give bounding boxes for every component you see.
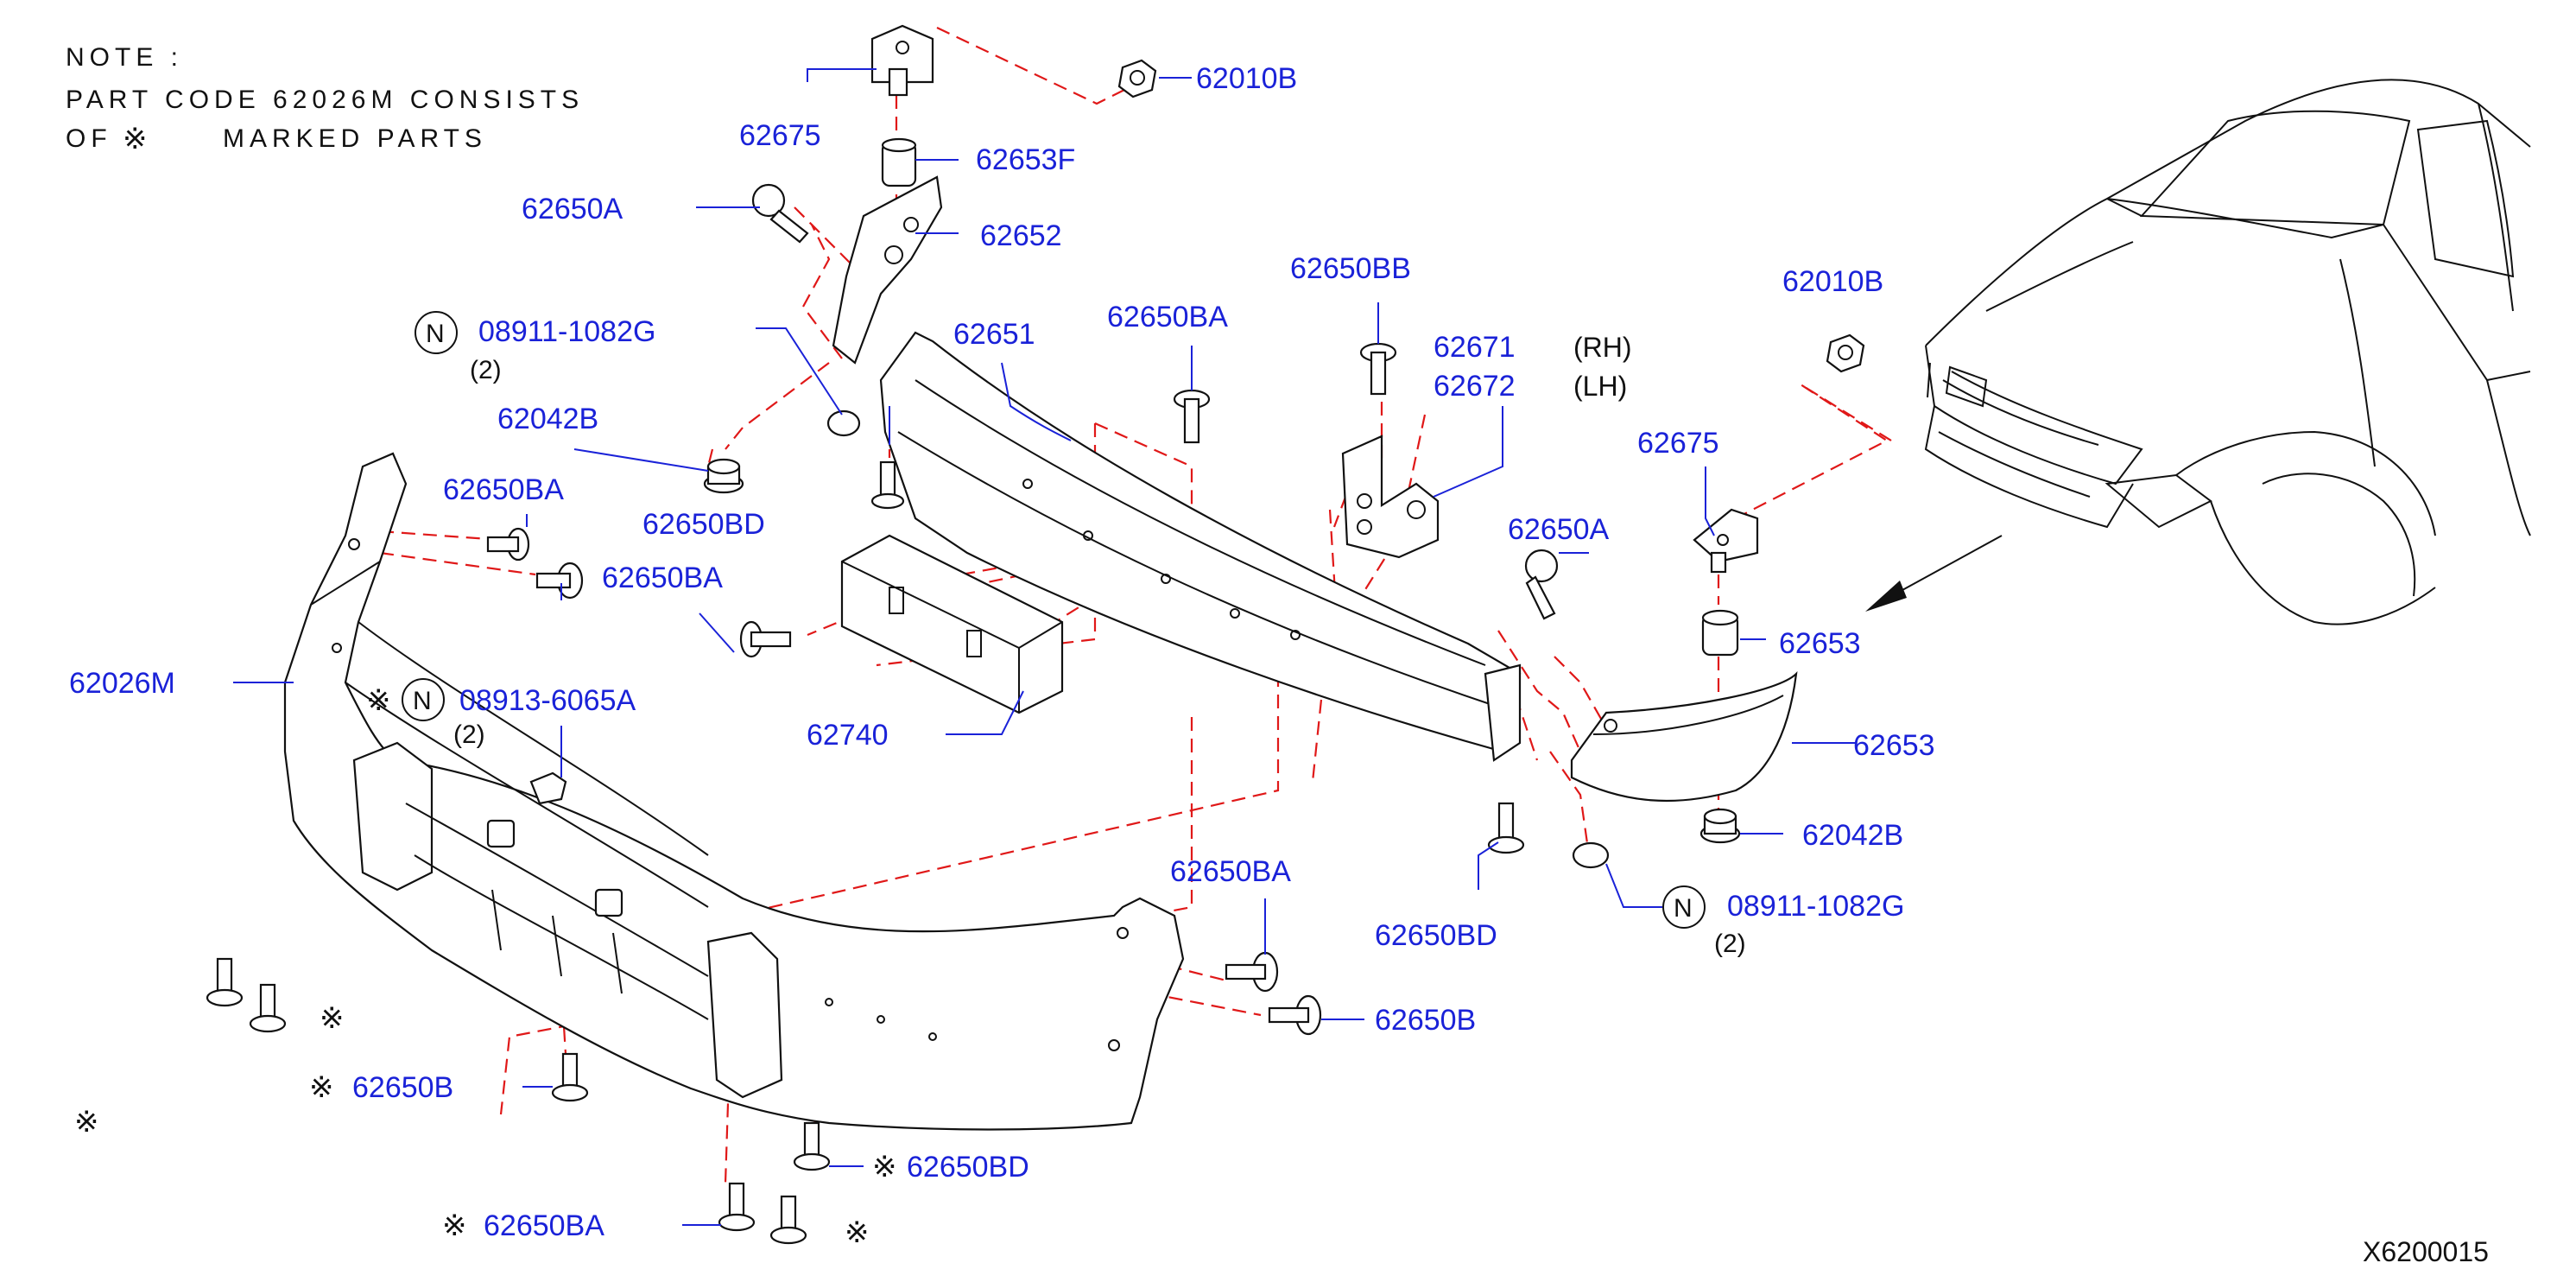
bolts-62650BA-left	[486, 527, 584, 600]
mark-symbol-62650B: ※	[309, 1071, 334, 1104]
label-62650BD-mid: 62650BD	[1375, 919, 1497, 952]
reinforcement-62651	[879, 331, 1522, 762]
bushing-62653-right	[1701, 609, 1739, 657]
bolt-62650BD-mid	[1487, 802, 1525, 854]
side-piece-62653	[1570, 670, 1798, 803]
clip-08911-top	[826, 409, 861, 437]
bushing-62653F	[881, 137, 917, 187]
nut-62010B-right	[1826, 333, 1865, 373]
label-62650BD-top: 62650BD	[642, 508, 765, 541]
mark-symbol-62650BD: ※	[872, 1151, 897, 1184]
clip-08911-right	[1572, 841, 1610, 869]
bolt-62650BD-top	[870, 460, 905, 510]
label-08911-top: 08911-1082G	[478, 315, 655, 348]
mark-symbol-lower-right: ※	[845, 1216, 870, 1249]
clip-08913	[529, 771, 567, 805]
leader-lines	[233, 68, 1857, 1226]
label-62650B-right: 62650B	[1375, 1004, 1476, 1037]
label-62671: 62671	[1434, 331, 1516, 364]
n-circle-icon-08913: N	[402, 678, 445, 721]
stay-62652	[832, 175, 943, 365]
label-62653: 62653	[1853, 729, 1935, 762]
n-symbol-08913: N	[413, 687, 432, 715]
bolts-62650B-left	[206, 957, 589, 1102]
vehicle-illustration	[1924, 79, 2531, 625]
bolts-62650BA-lower	[718, 1182, 807, 1245]
qty-08911-right: (2)	[1714, 930, 1746, 958]
label-62650BA-lower: 62650BA	[484, 1209, 604, 1242]
bracket-62675-right	[1693, 508, 1759, 574]
bolt-62650BD-bottom	[793, 1121, 831, 1171]
label-62650A-top: 62650A	[522, 193, 623, 225]
note-block: NOTE : PART CODE 62026M CONSISTS OF ※ MA…	[66, 43, 584, 155]
label-08911-right: 08911-1082G	[1727, 890, 1904, 923]
label-62010B-top: 62010B	[1196, 62, 1297, 95]
bracket-62671-62672	[1341, 435, 1440, 559]
label-62672: 62672	[1434, 370, 1516, 403]
label-62650BD-bottom: 62650BD	[907, 1151, 1029, 1184]
mark-symbol-08913: ※	[366, 684, 391, 717]
nut-62010B-top	[1117, 59, 1157, 98]
label-62650BA-left: 62650BA	[443, 473, 564, 506]
bracket-62675-top	[870, 24, 934, 97]
note-line-3-prefix: OF	[66, 124, 112, 153]
label-62652: 62652	[980, 219, 1062, 252]
direction-arrow-icon	[1865, 581, 1907, 612]
n-circle-icon-right: N	[1662, 885, 1706, 929]
label-08913: 08913-6065A	[459, 684, 636, 717]
mark-symbol-62650BA: ※	[442, 1209, 467, 1242]
bolt-62650BA-center	[1173, 389, 1211, 444]
note-line-2: PART CODE 62026M CONSISTS	[66, 86, 584, 114]
bumper-fascia-62026M	[283, 452, 1185, 1131]
bolt-62650BA-bottom	[1225, 951, 1279, 993]
mark-symbol-bolts: ※	[320, 1002, 345, 1035]
label-62042B-right: 62042B	[1802, 819, 1903, 852]
label-rh: (RH)	[1573, 332, 1632, 363]
label-62010B-right: 62010B	[1782, 265, 1883, 298]
bolt-62650B-right	[1268, 994, 1322, 1036]
label-62650A-right: 62650A	[1508, 513, 1610, 546]
bolt-62650A-top	[751, 183, 809, 244]
bolt-62650BB	[1359, 342, 1397, 396]
note-mark-symbol: ※	[123, 123, 148, 155]
label-62675-top: 62675	[739, 119, 821, 152]
nut-62042B-right	[1699, 808, 1741, 844]
mark-symbol-standalone: ※	[74, 1106, 99, 1139]
label-62650B-left: 62650B	[352, 1071, 453, 1104]
label-62675-right: 62675	[1637, 427, 1719, 460]
nut-62042B-top	[703, 458, 744, 494]
label-lh: (LH)	[1573, 371, 1627, 402]
label-62653F: 62653F	[976, 143, 1075, 176]
absorber-62740	[840, 534, 1064, 714]
bolt-62650A-right	[1524, 549, 1559, 620]
n-symbol-right: N	[1674, 894, 1693, 923]
label-62740: 62740	[807, 719, 889, 752]
label-62653-right: 62653	[1779, 627, 1861, 660]
label-62042B-top: 62042B	[497, 403, 598, 435]
qty-08913: (2)	[453, 720, 485, 749]
reference-code: X6200015	[2363, 1236, 2489, 1267]
bolt-62650BA-mid	[739, 620, 792, 658]
label-62650BA-mid: 62650BA	[602, 562, 723, 594]
qty-08911-top: (2)	[470, 356, 502, 384]
note-title: NOTE :	[66, 43, 183, 72]
n-symbol-top: N	[426, 320, 445, 348]
label-62650BB: 62650BB	[1290, 252, 1411, 285]
label-62650BA-bottom: 62650BA	[1170, 855, 1291, 888]
label-62650BA-center: 62650BA	[1107, 301, 1228, 333]
note-line-3-suffix: MARKED PARTS	[223, 124, 487, 153]
n-circle-icon-top: N	[415, 311, 458, 354]
label-62651: 62651	[953, 318, 1035, 351]
label-62026M: 62026M	[69, 667, 175, 700]
